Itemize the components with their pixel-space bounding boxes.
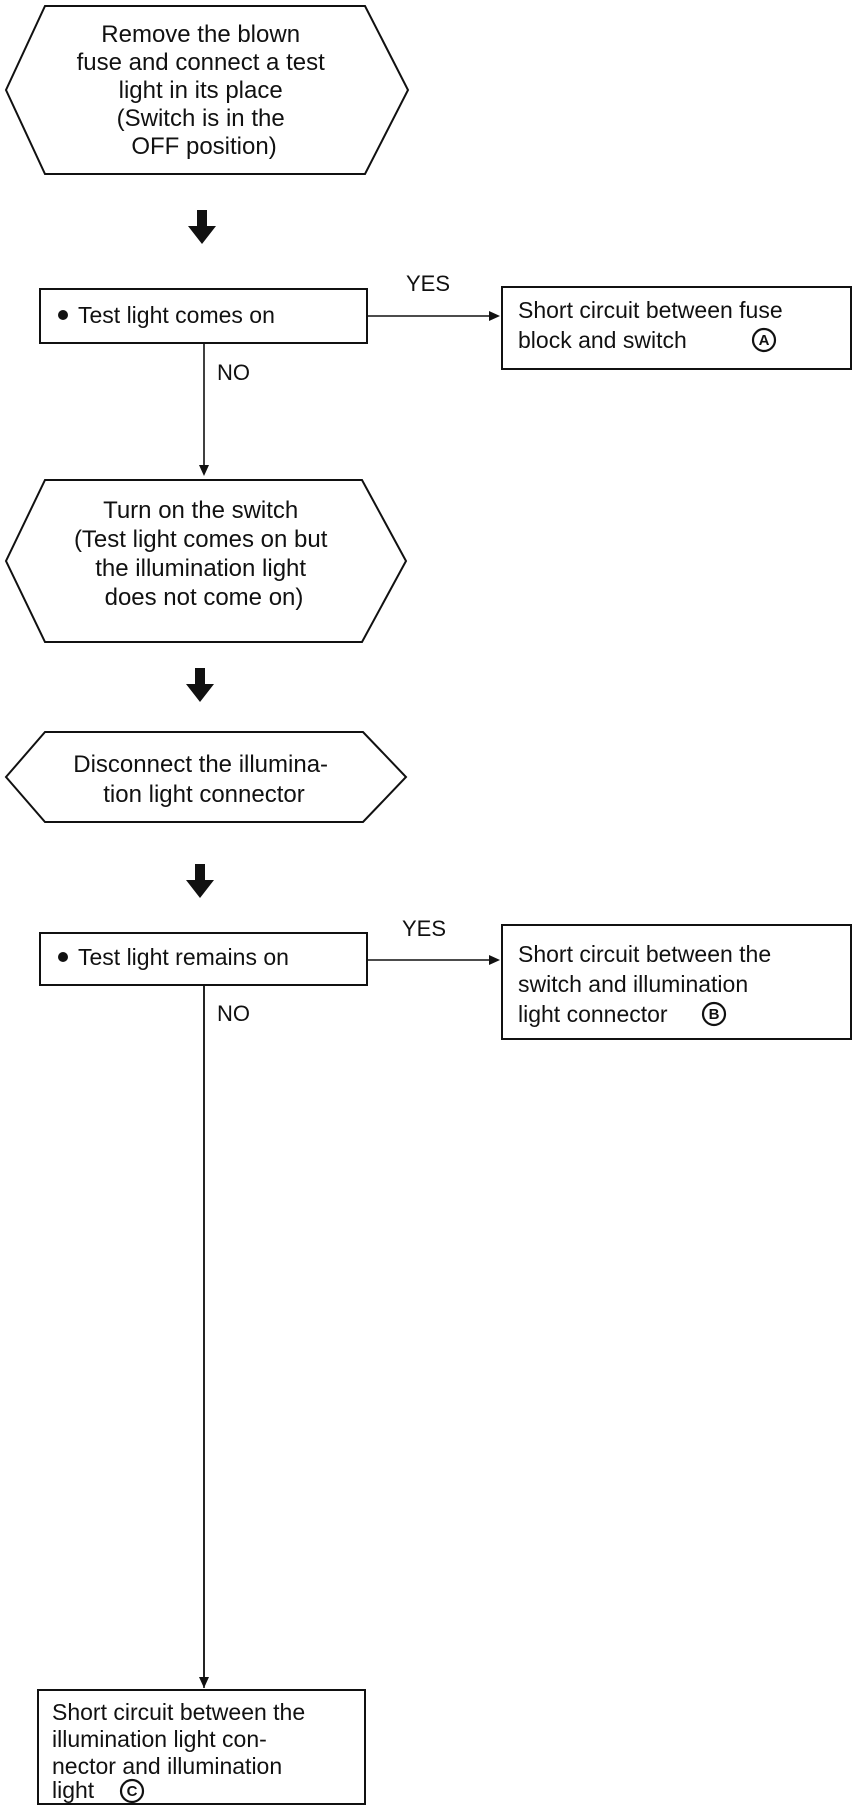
no-label-2: NO	[217, 1001, 250, 1026]
step-turn-on-switch-line-3: the illumination light	[95, 555, 306, 582]
result-a-line-1: Short circuit between fuse	[518, 297, 783, 323]
down-arrow-icon	[186, 668, 214, 702]
result-short-circuit-b-box	[501, 924, 852, 1040]
result-c-line-1: Short circuit between the	[52, 1699, 305, 1725]
step-turn-on-switch-line-2: (Test light comes on but	[74, 526, 328, 553]
result-short-circuit-b-text: Short circuit between the switch and ill…	[518, 941, 778, 1027]
step-remove-fuse-line-5: OFF position)	[131, 133, 276, 160]
marker-b-icon	[701, 1001, 727, 1027]
marker-a-letter: A	[759, 332, 770, 349]
check-test-light-comes-on: Test light comes on	[39, 288, 368, 344]
arrow-head-icon	[489, 955, 500, 965]
result-a-line-2: block and switch	[518, 327, 687, 353]
step-disconnect-connector-text: Disconnect the illumina- tion light conn…	[73, 751, 334, 808]
result-short-circuit-c-box	[37, 1689, 366, 1805]
result-short-circuit-c: Short circuit between the illumination l…	[37, 1689, 366, 1805]
step-remove-fuse-line-3: light in its place	[119, 77, 283, 104]
result-short-circuit-a-text: Short circuit between fuse block and swi…	[518, 297, 789, 353]
result-b-line-1: Short circuit between the	[518, 941, 771, 967]
down-arrow-icon	[188, 210, 216, 244]
step-remove-fuse-line-1: Remove the blown	[101, 21, 300, 48]
result-c-line-2: illumination light con-	[52, 1726, 267, 1752]
step-turn-on-switch: Turn on the switch (Test light comes on …	[4, 479, 408, 643]
result-short-circuit-b: Short circuit between the switch and ill…	[501, 924, 852, 1040]
step-turn-on-switch-line-4: does not come on)	[105, 584, 304, 611]
yes-label-1: YES	[406, 271, 450, 296]
result-b-line-3: light connector	[518, 1001, 668, 1027]
result-short-circuit-a-box	[501, 286, 852, 370]
marker-c-letter: C	[127, 1783, 138, 1800]
step-disconnect-connector-line-1: Disconnect the illumina-	[73, 751, 328, 778]
step-disconnect-connector: Disconnect the illumina- tion light conn…	[4, 731, 408, 823]
step-disconnect-connector-shape	[4, 731, 408, 823]
bullet-icon	[58, 952, 68, 962]
step-turn-on-switch-shape	[4, 479, 408, 643]
no-label-1: NO	[217, 360, 250, 385]
result-c-line-4: light	[52, 1777, 95, 1803]
step-remove-fuse-line-2: fuse and connect a test	[77, 49, 326, 76]
step-remove-fuse-line-4: (Switch is in the	[117, 105, 285, 132]
check-test-light-comes-on-text: Test light comes on	[78, 302, 275, 328]
check-test-light-remains-on-text: Test light remains on	[78, 944, 289, 970]
marker-a-icon	[751, 327, 777, 353]
step-remove-fuse-text: Remove the blown fuse and connect a test…	[77, 21, 332, 160]
result-b-line-2: switch and illumination	[518, 971, 748, 997]
bullet-icon	[58, 310, 68, 320]
marker-b-letter: B	[709, 1006, 720, 1023]
step-remove-fuse-shape	[4, 5, 410, 175]
yes-label-2: YES	[402, 916, 446, 941]
step-disconnect-connector-line-2: tion light connector	[103, 781, 304, 808]
result-short-circuit-a: Short circuit between fuse block and swi…	[501, 286, 852, 370]
down-arrow-icon	[186, 864, 214, 898]
result-short-circuit-c-text: Short circuit between the illumination l…	[52, 1699, 312, 1803]
check-test-light-remains-on: Test light remains on	[39, 932, 368, 986]
step-turn-on-switch-line-1: Turn on the switch	[103, 497, 298, 524]
step-turn-on-switch-text: Turn on the switch (Test light comes on …	[74, 497, 334, 611]
arrow-head-icon	[489, 311, 500, 321]
arrow-head-icon	[199, 465, 209, 476]
marker-c-icon	[119, 1778, 145, 1804]
arrow-head-icon	[199, 1677, 209, 1688]
result-c-line-3: nector and illumination	[52, 1753, 282, 1779]
step-remove-fuse: Remove the blown fuse and connect a test…	[4, 5, 410, 175]
